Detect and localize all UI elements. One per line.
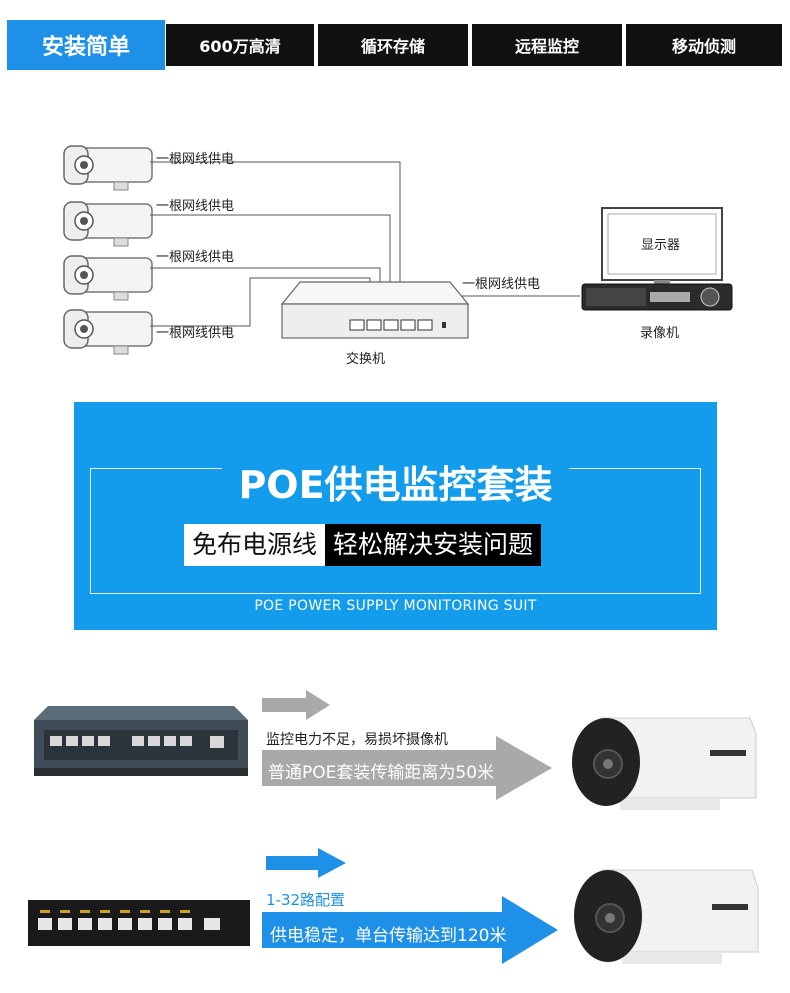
gray-arrow-small [262, 690, 330, 720]
monitor-label: 显示器 [641, 238, 681, 253]
blue-arrow-large [262, 896, 558, 964]
switch-icon [280, 281, 470, 339]
tab-motion-detect[interactable]: 移动侦测 [626, 24, 782, 66]
banner-english-caption: POE POWER SUPPLY MONITORING SUIT [254, 598, 537, 614]
poe-switch-image [28, 900, 250, 946]
camera-icon [63, 145, 153, 191]
camera-icon [63, 309, 153, 355]
camera-product-image [572, 717, 757, 810]
ours-channel-note: 1-32路配置 [266, 891, 346, 909]
tab-6mp-hd[interactable]: 600万高清 [166, 24, 314, 66]
camera-cable-label: 一根网线供电 [156, 199, 235, 214]
network-diagram [63, 145, 733, 355]
monitor-icon [601, 207, 723, 292]
nvr-cable-label: 一根网线供电 [462, 277, 541, 292]
feature-tab-bar: 安装简单 600万高清 循环存储 远程监控 移动侦测 [0, 0, 790, 70]
camera-cable-label: 一根网线供电 [156, 326, 235, 341]
gray-arrow-large [262, 736, 552, 800]
normal-distance-text: 普通POE套装传输距离为50米 [268, 763, 495, 783]
ours-distance-text: 供电稳定，单台传输达到120米 [270, 926, 507, 946]
banner-subtitle-right: 轻松解决安装问题 [325, 524, 542, 566]
camera-cable-label: 一根网线供电 [156, 250, 235, 265]
tab-loop-storage[interactable]: 循环存储 [318, 24, 468, 66]
tab-remote-monitor[interactable]: 远程监控 [472, 24, 622, 66]
camera-icon [63, 201, 153, 247]
tab-install-easy[interactable]: 安装简单 [7, 20, 165, 70]
normal-switch-image [34, 706, 248, 776]
nvr-icon [581, 283, 733, 311]
camera-icon [63, 255, 153, 301]
banner-subtitle-left: 免布电源线 [184, 524, 326, 566]
blue-arrow-small [266, 848, 346, 878]
camera-cable-label: 一根网线供电 [156, 152, 235, 167]
nvr-label: 录像机 [640, 326, 680, 341]
banner-subtitle: 免布电源线 轻松解决安装问题 [184, 524, 542, 566]
normal-note: 监控电力不足，易损坏摄像机 [266, 732, 448, 748]
camera-product-image [574, 869, 759, 964]
banner-title: POE供电监控套装 [74, 454, 717, 509]
promo-banner: POE供电监控套装 免布电源线 轻松解决安装问题 POE POWER SUPPL… [74, 402, 717, 630]
switch-label: 交换机 [346, 352, 386, 367]
